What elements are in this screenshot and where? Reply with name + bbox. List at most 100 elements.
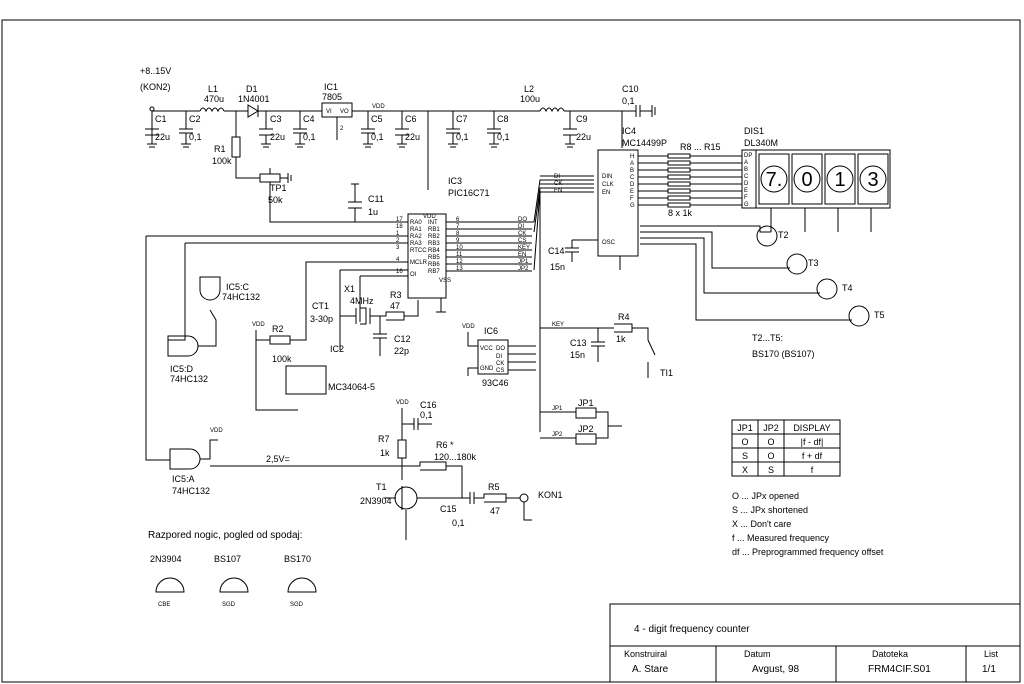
svg-text:IC5:A: IC5:A (172, 474, 195, 484)
svg-text:R6 *: R6 * (436, 440, 454, 450)
svg-text:IC4: IC4 (622, 126, 636, 136)
table-header: JP1 (737, 423, 753, 433)
segment-resistor (638, 174, 742, 180)
svg-text:DIN: DIN (602, 174, 612, 180)
svg-text:OSC: OSC (602, 240, 616, 246)
ic4-seg-label: F (630, 196, 634, 202)
svg-text:120...180k: 120...180k (434, 452, 477, 462)
table-header: JP2 (763, 423, 779, 433)
svg-text:R4: R4 (618, 312, 630, 322)
svg-text:470u: 470u (204, 94, 224, 104)
svg-text:SGD: SGD (222, 602, 236, 608)
bus-signal: CK (518, 231, 526, 237)
ic3-pin-number: 2 (396, 238, 400, 244)
svg-text:C11: C11 (368, 194, 384, 204)
svg-text:IC5:D: IC5:D (170, 364, 194, 374)
svg-text:7805: 7805 (322, 92, 342, 102)
svg-text:GND: GND (480, 366, 494, 372)
svg-text:47: 47 (490, 506, 500, 516)
svg-text:O ... JPx opened: O ... JPx opened (732, 491, 799, 501)
inductor-l2 (539, 107, 565, 113)
ic3-pin-number: 3 (396, 245, 400, 251)
ic3-pin-number: 7 (456, 224, 460, 230)
ic3-pin-label: RA3 (410, 241, 422, 247)
ic3-pin-number: 12 (456, 259, 463, 265)
ic3-pin-number: 6 (456, 217, 460, 223)
svg-text:2,5V=: 2,5V= (266, 454, 290, 464)
svg-text:22u: 22u (576, 132, 591, 142)
segment-resistor (638, 195, 742, 201)
reset-ic2: VDD R2 100k IC2 MC34064-5 (252, 261, 408, 411)
supply-voltage: +8..15V (140, 66, 171, 76)
table-cell: S (768, 465, 774, 475)
svg-text:VDD: VDD (462, 324, 475, 330)
svg-text:IC5:C: IC5:C (226, 282, 250, 292)
svg-text:JP1: JP1 (552, 406, 563, 412)
svg-text:DIS1: DIS1 (744, 126, 764, 136)
display-seg-pin: F (744, 195, 748, 201)
oscillator: X1 4MHz CT1 3-30p R3 47 C12 22p (310, 269, 419, 356)
svg-text:CBE: CBE (158, 602, 170, 608)
ic3-pin-number: 9 (456, 238, 460, 244)
svg-text:DO: DO (496, 346, 505, 352)
display-seg-pin: C (744, 174, 749, 180)
svg-text:1N4001: 1N4001 (238, 94, 270, 104)
svg-text:JP1: JP1 (578, 398, 594, 408)
svg-text:BS170: BS170 (284, 554, 311, 564)
title-block: 4 - digit frequency counter Konstruiral … (609, 603, 1021, 683)
segment-resistor (638, 188, 742, 194)
power-section: +8..15V (KON2) L1 470u D1 1N4001 IC1 780… (140, 66, 656, 223)
svg-text:X ... Don't care: X ... Don't care (732, 519, 791, 529)
svg-text:KEY: KEY (552, 322, 564, 328)
svg-text:R3: R3 (390, 290, 402, 300)
svg-text:C3: C3 (270, 114, 282, 124)
svg-text:f ... Measured frequency: f ... Measured frequency (732, 533, 830, 543)
svg-text:T3: T3 (808, 258, 819, 268)
svg-text:JP2: JP2 (578, 424, 594, 434)
svg-text:D1: D1 (246, 84, 258, 94)
ic3-pin-label: RB1 (428, 227, 440, 233)
svg-text:1k: 1k (616, 334, 626, 344)
svg-text:0,1: 0,1 (497, 132, 510, 142)
svg-text:A. Stare: A. Stare (632, 664, 669, 675)
bus-signal: JP2 (518, 266, 529, 272)
svg-text:JP2: JP2 (552, 432, 563, 438)
svg-text:VDD: VDD (423, 214, 436, 220)
svg-text:IC6: IC6 (484, 326, 498, 336)
svg-text:C6: C6 (405, 114, 417, 124)
svg-text:VDD: VDD (252, 322, 265, 328)
svg-text:MC34064-5: MC34064-5 (328, 382, 375, 392)
svg-text:0,1: 0,1 (456, 132, 469, 142)
ic3-pin-label: RA1 (410, 227, 422, 233)
svg-text:100k: 100k (272, 354, 292, 364)
ic3-pin-number: 16 (396, 269, 403, 275)
display-seg-pin: A (744, 160, 748, 166)
svg-text:DI: DI (496, 354, 502, 360)
svg-text:MC14499P: MC14499P (622, 138, 667, 148)
ic3-pin-number: 10 (456, 245, 463, 251)
table-header: DISPLAY (793, 423, 830, 433)
svg-text:CLK: CLK (602, 182, 614, 188)
svg-text:df ... Preprogrammed frequency: df ... Preprogrammed frequency offset (732, 547, 884, 557)
svg-text:L2: L2 (524, 84, 534, 94)
svg-text:100u: 100u (520, 94, 540, 104)
inductor-l1 (199, 107, 225, 113)
display-digit-window (857, 153, 889, 205)
display-digit-outline (760, 165, 788, 193)
svg-text:C2: C2 (189, 114, 201, 124)
segment-resistor (638, 181, 742, 187)
svg-text:DL340M: DL340M (744, 138, 778, 148)
svg-text:Datum: Datum (744, 649, 771, 659)
svg-text:1u: 1u (368, 207, 378, 217)
svg-text:T4: T4 (842, 283, 853, 293)
ic3-pin-number: 8 (456, 231, 460, 237)
svg-text:Razpored nogic, pogled od spod: Razpored nogic, pogled od spodaj: (148, 530, 303, 541)
svg-text:VCC: VCC (480, 346, 493, 352)
svg-text:DI: DI (554, 174, 560, 180)
svg-text:BS107: BS107 (214, 554, 241, 564)
ic3-pin-label: RB2 (428, 234, 440, 240)
segment-resistor (638, 153, 742, 159)
bus-signal: JP1 (518, 259, 529, 265)
digit-transistors: T2 T3 T4 T5 T2...T5: BS170 (BS107) (640, 225, 885, 359)
